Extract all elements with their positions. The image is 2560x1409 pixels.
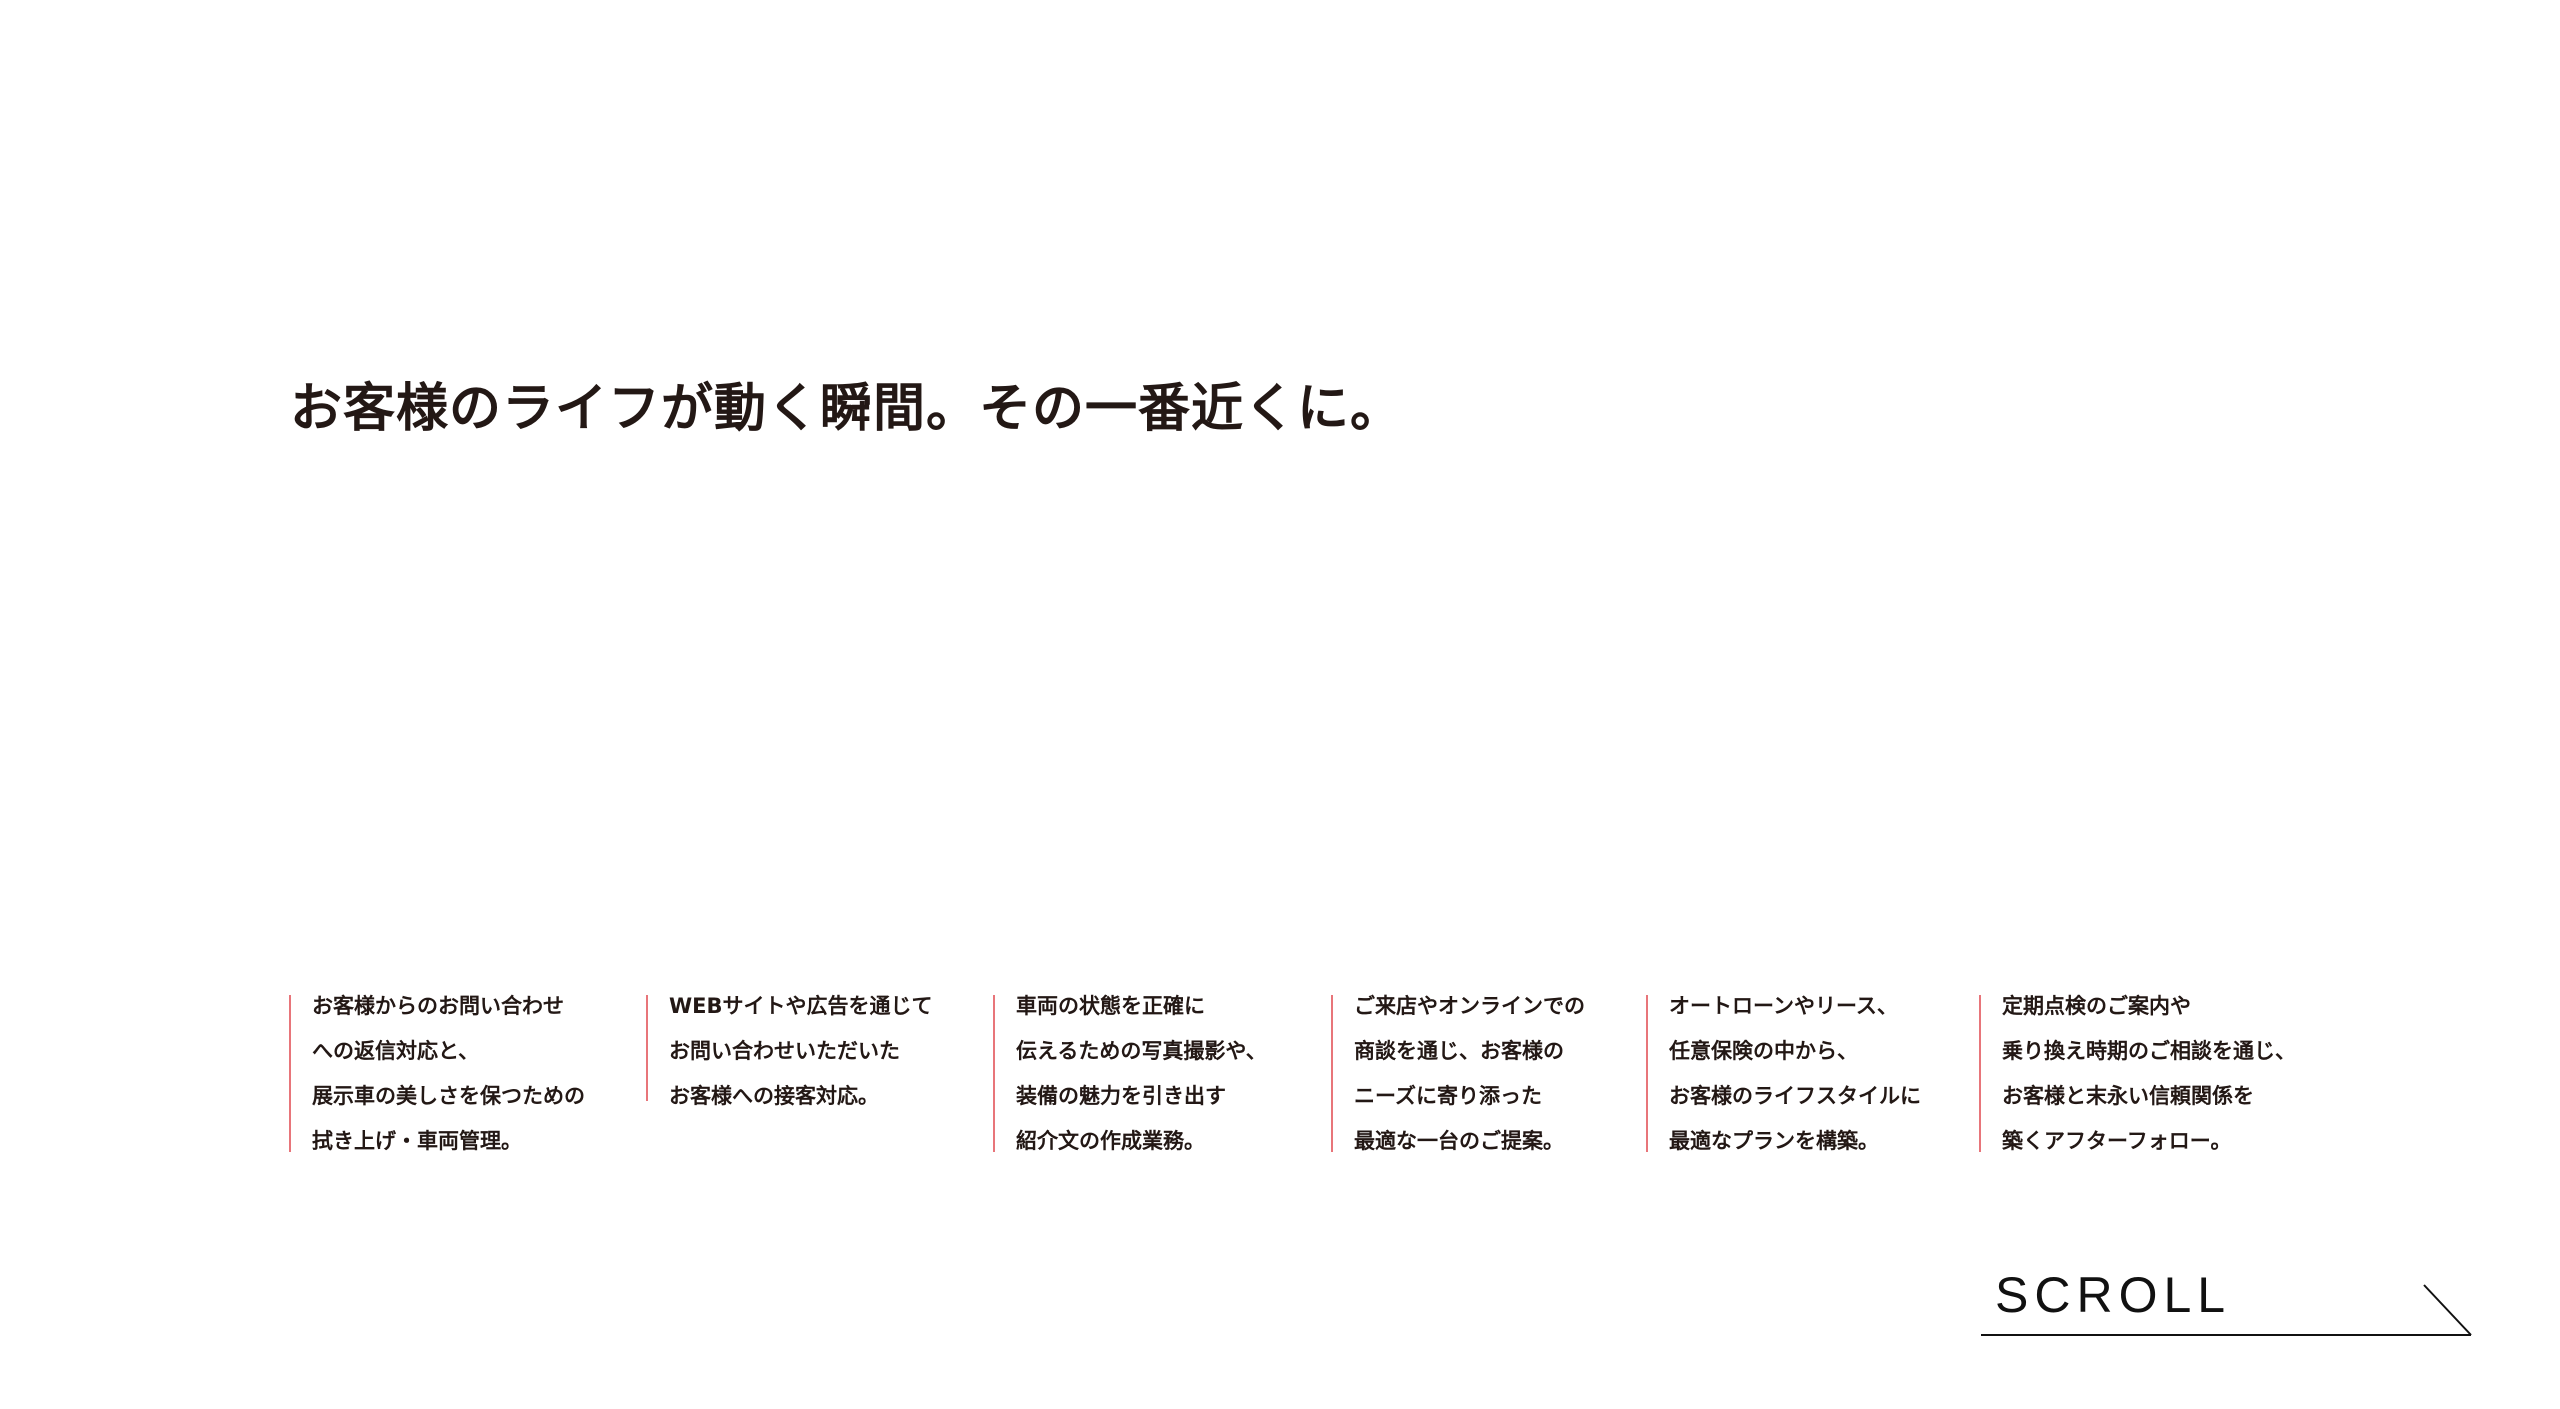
column-line: WEBサイトや広告を通じて: [669, 994, 933, 1018]
column-line: 拭き上げ・車両管理。: [312, 1129, 522, 1153]
column-line: 紹介文の作成業務。: [1016, 1129, 1205, 1153]
column-line: 築くアフターフォロー。: [2002, 1129, 2232, 1153]
page-headline: お客様のライフが動く瞬間。その一番近くに。: [290, 379, 1404, 439]
column-line: お客様からのお問い合わせ: [312, 994, 564, 1018]
column-line: オートローンやリース、: [1669, 994, 1898, 1018]
column-line: 商談を通じ、お客様の: [1354, 1039, 1564, 1063]
scroll-label: SCROLL: [1995, 1267, 2232, 1323]
column-line: お客様のライフスタイルに: [1669, 1084, 1921, 1108]
service-column-4: ご来店やオンラインでの 商談を通じ、お客様の ニーズに寄り添った 最適な一台のご…: [1331, 994, 1585, 1153]
column-line: 展示車の美しさを保つための: [312, 1084, 585, 1108]
column-line: お客様への接客対応。: [669, 1084, 879, 1108]
column-line: 乗り換え時期のご相談を通じ、: [2002, 1039, 2296, 1063]
service-column-6: 定期点検のご案内や 乗り換え時期のご相談を通じ、 お客様と末永い信頼関係を 築く…: [1979, 994, 2296, 1153]
column-line: 装備の魅力を引き出す: [1016, 1084, 1226, 1108]
scroll-button[interactable]: SCROLL: [1981, 1262, 2473, 1337]
column-line: 伝えるための写真撮影や、: [1016, 1039, 1267, 1063]
column-line: 任意保険の中から、: [1669, 1039, 1858, 1063]
column-line: への返信対応と、: [312, 1039, 480, 1063]
column-line: 最適な一台のご提案。: [1354, 1129, 1564, 1153]
arrow-right-icon: [1981, 1284, 2472, 1336]
column-line: 最適なプランを構築。: [1669, 1129, 1879, 1153]
column-line: 定期点検のご案内や: [2002, 994, 2191, 1018]
service-column-1: お客様からのお問い合わせ への返信対応と、 展示車の美しさを保つための 拭き上げ…: [289, 994, 585, 1153]
service-column-3: 車両の状態を正確に 伝えるための写真撮影や、 装備の魅力を引き出す 紹介文の作成…: [993, 994, 1267, 1153]
column-line: 車両の状態を正確に: [1016, 994, 1205, 1018]
service-column-5: オートローンやリース、 任意保険の中から、 お客様のライフスタイルに 最適なプラ…: [1646, 994, 1921, 1153]
column-line: お客様と末永い信頼関係を: [2002, 1084, 2254, 1108]
column-line: お問い合わせいただいた: [669, 1039, 900, 1063]
column-line: ニーズに寄り添った: [1354, 1084, 1542, 1108]
service-column-2: WEBサイトや広告を通じて お問い合わせいただいた お客様への接客対応。: [646, 994, 933, 1108]
column-line: ご来店やオンラインでの: [1354, 994, 1585, 1018]
